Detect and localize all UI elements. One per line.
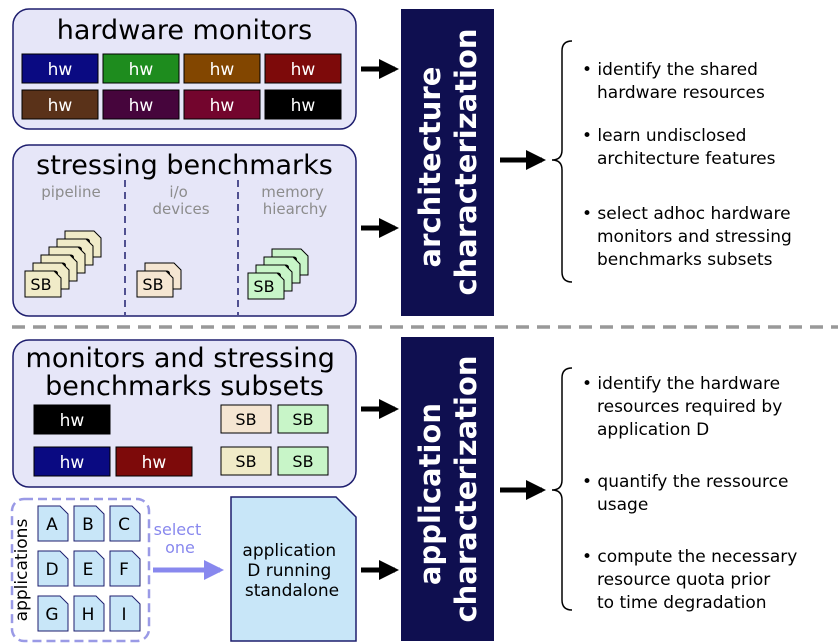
hw-monitor-box [183, 89, 261, 120]
sb-subset-box [277, 404, 329, 434]
stressing-benchmarks-panel: stressing benchmarks pipeline i/o device… [12, 144, 357, 317]
hw-monitor-box [183, 53, 261, 84]
bullet-identify-shared: • identify the shared hardware resources [582, 60, 765, 103]
application-doc [109, 505, 141, 542]
sb-card [24, 270, 62, 298]
application-letter: H [82, 605, 95, 625]
applications-panel: applications A B C D E F G H I [10, 497, 151, 643]
applications-label: applications [12, 519, 32, 622]
application-letter: C [118, 515, 130, 535]
applications-frame [10, 497, 151, 643]
sb-subset-box [220, 446, 272, 476]
architecture-characterization-label: architecture characterization [413, 28, 483, 295]
sb-stacks: SBSBSBSBSBSBSBSBSBSBSBSB [24, 230, 309, 300]
application-characterization-label: application characterization [413, 355, 483, 622]
hw-monitor-label: hw [210, 60, 235, 80]
brace-top [551, 40, 573, 283]
sb-card [136, 270, 174, 298]
hw-monitor-box [21, 89, 99, 120]
bullet-identify-hardware: • identify the hardware resources requir… [582, 374, 788, 440]
hw-monitor-box [264, 53, 342, 84]
sb-card-label: SB [30, 275, 51, 294]
sb-subset-box [220, 404, 272, 434]
application-bullets: • identify the hardware resources requir… [582, 374, 803, 613]
architecture-characterization-frame [401, 9, 494, 316]
application-doc [37, 505, 69, 542]
hardware-monitors-panel: hardware monitors hw hw hw hw hw hw hw hw [12, 8, 357, 130]
application-letter: F [119, 560, 129, 580]
hw-subset-label: hw [60, 411, 85, 431]
hw-monitor-label: hw [48, 60, 73, 80]
hardware-monitors-title: hardware monitors [57, 15, 312, 46]
application-doc [109, 595, 141, 632]
bullet-compute-quota: • compute the necessary resource quota p… [582, 547, 803, 613]
architecture-characterization-box: architecture characterization [401, 9, 494, 316]
hw-monitor-label: hw [129, 60, 154, 80]
application-doc [73, 595, 105, 632]
application-letter: A [46, 515, 58, 535]
hardware-monitor-grid: hw hw hw hw hw hw hw hw [21, 53, 342, 120]
application-letter: I [121, 605, 126, 625]
select-one-label: select one [154, 520, 207, 557]
application-doc [109, 550, 141, 587]
brace-bottom [551, 367, 573, 611]
hw-subset-box [33, 446, 111, 477]
subsets-panel: monitors and stressing benchmarks subset… [12, 339, 357, 488]
architecture-bullets: • identify the shared hardware resources… [582, 60, 797, 270]
standalone-doc-label: application D running standalone [242, 541, 341, 601]
sb-subset-label: SB [292, 452, 313, 471]
subsets-title: monitors and stressing benchmarks subset… [26, 343, 344, 402]
hw-monitor-label: hw [48, 96, 73, 116]
sb-subset-label: SB [235, 452, 256, 471]
application-doc [37, 595, 69, 632]
stressing-benchmarks-title: stressing benchmarks [36, 150, 333, 181]
hw-monitor-box [264, 89, 342, 120]
sb-subset-label: SB [235, 410, 256, 429]
bullet-quantify-usage: • quantify the ressource usage [582, 472, 794, 515]
application-letter: E [83, 560, 94, 580]
application-doc [73, 505, 105, 542]
hw-monitor-label: hw [129, 96, 154, 116]
hw-monitor-label: hw [291, 96, 316, 116]
application-letter: G [45, 605, 58, 625]
hw-subset-label: hw [142, 453, 167, 473]
hw-monitor-label: hw [291, 60, 316, 80]
sb-card [247, 272, 285, 300]
hw-subset-box [33, 404, 111, 435]
column-label-io-devices: i/o devices [152, 183, 209, 218]
hw-subset-label: hw [60, 453, 85, 473]
sb-card-label: SB [142, 275, 163, 294]
hw-monitor-box [102, 53, 180, 84]
standalone-application-doc: application D running standalone [230, 496, 357, 642]
application-doc [37, 550, 69, 587]
application-characterization-box: application characterization [401, 337, 494, 641]
hw-monitor-box [102, 89, 180, 120]
bullet-learn-undisclosed: • learn undisclosed architecture feature… [582, 126, 776, 169]
application-letter: B [82, 515, 94, 535]
column-label-memory-hierarchy: memory hiearchy [261, 183, 328, 218]
column-label-pipeline: pipeline [41, 183, 101, 201]
application-letter: D [45, 560, 58, 580]
application-doc [73, 550, 105, 587]
sb-subset-label: SB [292, 410, 313, 429]
application-grid: A B C D E F G H I [37, 505, 141, 632]
sb-card-label: SB [253, 277, 274, 296]
hw-subset-box [115, 446, 193, 477]
bullet-select-adhoc: • select adhoc hardware monitors and str… [582, 204, 797, 270]
application-characterization-frame [401, 337, 494, 641]
hw-monitor-box [21, 53, 99, 84]
sb-subset-box [277, 446, 329, 476]
hw-monitor-label: hw [210, 96, 235, 116]
standalone-doc-shape [230, 496, 357, 642]
